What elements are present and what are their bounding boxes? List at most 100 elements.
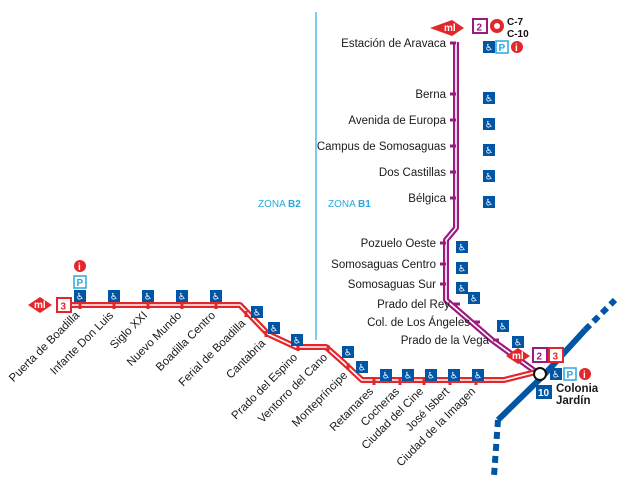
parking-icon [563, 367, 577, 381]
line-2-badge [472, 18, 488, 34]
wheelchair-icon [74, 290, 86, 302]
svg-text:3: 3 [61, 302, 67, 313]
wheelchair-icon-glyph: ♿ [253, 309, 261, 319]
station-label-line-2: Bélgica [408, 193, 446, 205]
wheelchair-icon [380, 369, 392, 381]
info-icon [511, 41, 523, 53]
interchange-station-marker [533, 367, 547, 381]
wheelchair-icon-glyph: ♿ [458, 265, 466, 275]
station-label-line-2: Dos Castillas [379, 167, 446, 179]
station-label-line-2: Prado de la Vega [401, 335, 490, 347]
wheelchair-icon-glyph: ♿ [344, 349, 352, 359]
svg-text:ml: ml [512, 351, 524, 362]
wheelchair-icon-glyph: ♿ [178, 293, 186, 303]
station-label-line-3: Ferial de Boadilla [177, 317, 249, 389]
wheelchair-icon [512, 336, 524, 348]
svg-text:ml: ml [34, 300, 46, 311]
wheelchair-icon-glyph: ♿ [458, 244, 466, 254]
line-3-stations: Puerta de Boadilla♿Infante Don Luis♿Sigl… [7, 290, 484, 469]
line-3-badge [56, 297, 72, 313]
wheelchair-icon-glyph: ♿ [470, 295, 478, 305]
wheelchair-icon [483, 196, 495, 208]
info-icon [74, 260, 86, 272]
wheelchair-icon-glyph: ♿ [485, 173, 493, 183]
wheelchair-icon-glyph: ♿ [485, 199, 493, 209]
cercanias-line-c10: C-10 [507, 29, 529, 40]
wheelchair-icon [483, 118, 495, 130]
colonia-jardin-name: Jardín [556, 395, 591, 407]
wheelchair-icon-glyph: ♿ [514, 339, 522, 349]
wheelchair-icon [142, 290, 154, 302]
wheelchair-icon [456, 282, 468, 294]
wheelchair-icon-glyph: ♿ [382, 372, 390, 382]
line-3-badge [548, 347, 564, 363]
zone-b2-label: ZONA B2 [258, 199, 301, 210]
station-label-line-2: Campus de Somosaguas [317, 141, 446, 153]
station-label-line-2: Avenida de Europa [348, 115, 446, 127]
wheelchair-icon-glyph: ♿ [485, 44, 493, 54]
wheelchair-icon [483, 170, 495, 182]
metro-ligero-logo [506, 348, 530, 364]
wheelchair-icon-glyph: ♿ [144, 293, 152, 303]
wheelchair-icon [468, 292, 480, 304]
puerta-boadilla-services: i P [73, 260, 87, 289]
svg-text:P: P [499, 43, 506, 54]
line-3-header: ml 3 [28, 297, 72, 313]
wheelchair-icon-glyph: ♿ [499, 323, 507, 333]
wheelchair-icon [456, 241, 468, 253]
svg-text:i: i [583, 370, 586, 381]
wheelchair-icon [176, 290, 188, 302]
wheelchair-icon [448, 369, 460, 381]
aravaca-services: P i [495, 40, 523, 54]
wheelchair-icon-glyph: ♿ [427, 372, 435, 382]
wheelchair-icon-glyph: ♿ [212, 293, 220, 303]
svg-text:i: i [78, 262, 81, 273]
wheelchair-icon [483, 92, 495, 104]
svg-text:ml: ml [444, 23, 456, 34]
station-label-line-2: Prado del Rey [377, 299, 450, 311]
line-2-header: ml 2 C-7 C-10 [430, 17, 529, 40]
parking-icon [495, 40, 509, 54]
wheelchair-icon [108, 290, 120, 302]
station-label-line-2: Somosaguas Centro [331, 259, 436, 271]
wheelchair-icon-glyph: ♿ [270, 325, 278, 335]
svg-text:3: 3 [553, 352, 559, 363]
station-label-line-2: Estación de Aravaca [341, 38, 446, 50]
station-label-line-2: Somosaguas Sur [348, 279, 436, 291]
wheelchair-icon [483, 144, 495, 156]
station-label-line-3: Cantabria [224, 337, 268, 381]
svg-text:2: 2 [477, 23, 483, 34]
svg-text:P: P [567, 370, 574, 381]
wheelchair-icon-glyph: ♿ [485, 147, 493, 157]
wheelchair-icon [550, 368, 562, 380]
station-label-line-3: Infante Don Luis [48, 309, 116, 377]
station-label-line-2: Berna [415, 89, 446, 101]
wheelchair-icon [472, 369, 484, 381]
wheelchair-icon [268, 322, 280, 334]
svg-text:10: 10 [538, 388, 550, 399]
svg-text:P: P [77, 278, 84, 289]
svg-text:i: i [515, 43, 518, 54]
wheelchair-icon-glyph: ♿ [450, 372, 458, 382]
wheelchair-icon-glyph: ♿ [293, 337, 301, 347]
parking-icon [73, 275, 87, 289]
wheelchair-icon-glyph: ♿ [358, 364, 366, 374]
cercanias-line-c7: C-7 [507, 17, 524, 28]
info-icon [579, 368, 591, 380]
wheelchair-icon [425, 369, 437, 381]
wheelchair-icon-glyph: ♿ [485, 95, 493, 105]
wheelchair-icon [497, 320, 509, 332]
wheelchair-icon-glyph: ♿ [485, 121, 493, 131]
metro-line-10-badge [536, 385, 552, 399]
wheelchair-icon [402, 369, 414, 381]
metro-ligero-logo [430, 20, 464, 36]
metro-ligero-logo [28, 297, 52, 313]
wheelchair-icon-glyph: ♿ [110, 293, 118, 303]
wheelchair-icon [456, 262, 468, 274]
line-2-stations: Estación de Aravaca ♿ Berna ♿ Avenida de Eur… [317, 38, 524, 349]
station-label-line-2: Col. de Los Ángeles [367, 316, 470, 329]
zone-b1-label: ZONA B1 [328, 199, 371, 210]
wheelchair-icon-glyph: ♿ [458, 285, 466, 295]
wheelchair-icon-glyph: ♿ [474, 372, 482, 382]
